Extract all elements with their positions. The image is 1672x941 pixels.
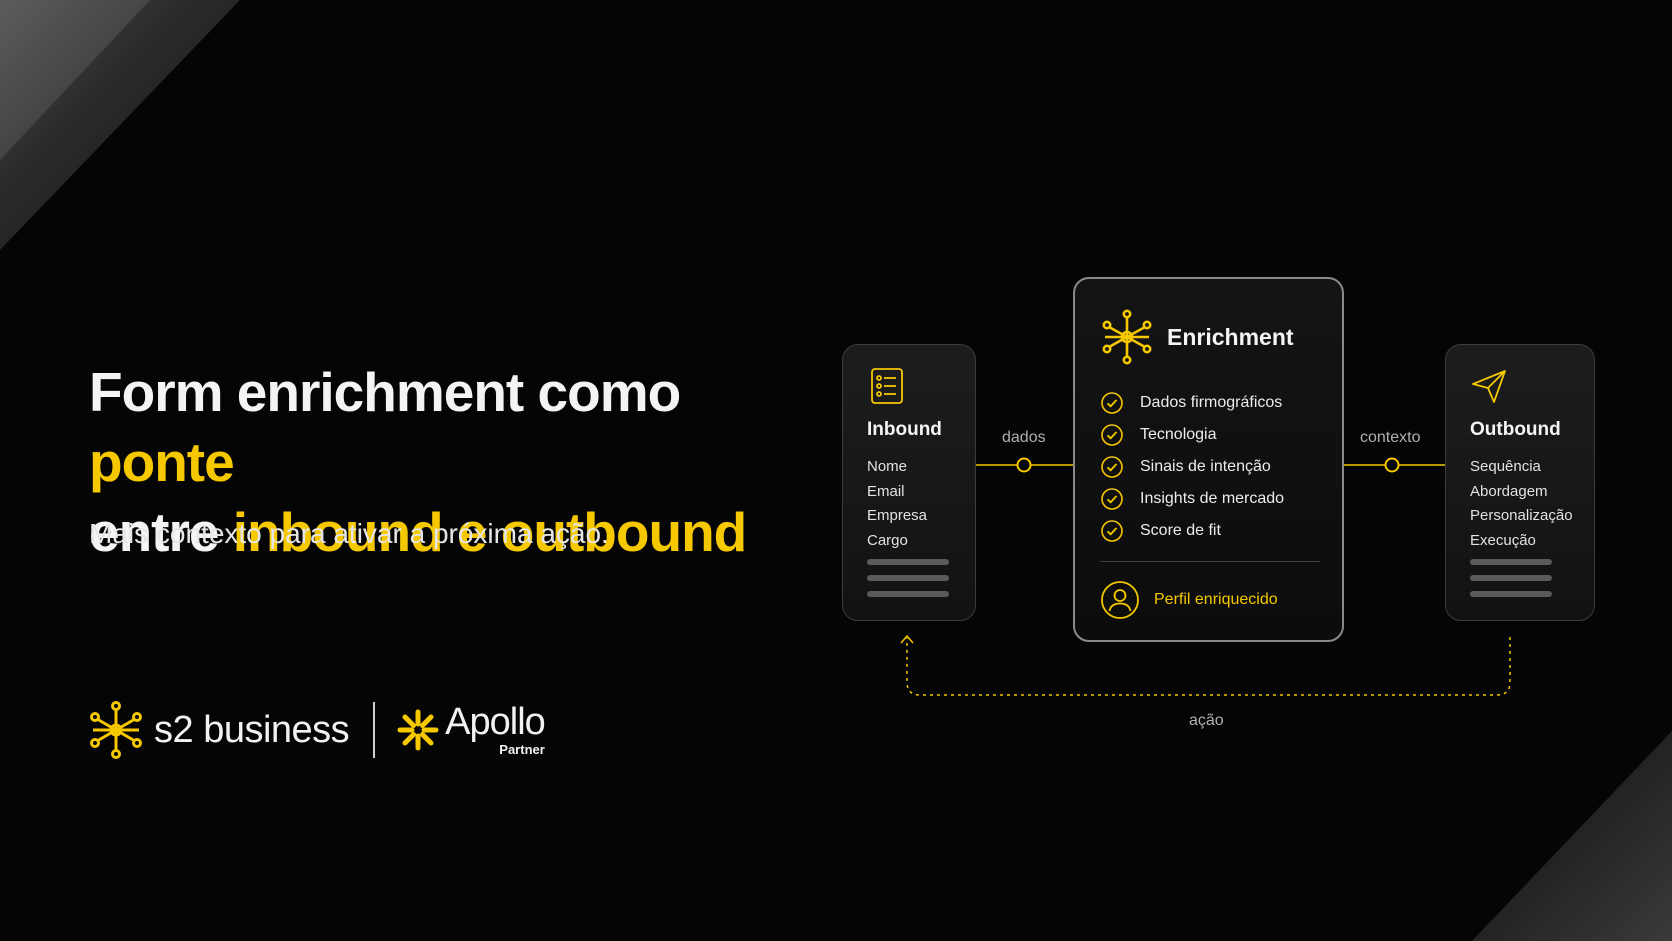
inbound-placeholder-bars bbox=[867, 559, 949, 607]
outbound-field: Abordagem bbox=[1470, 482, 1548, 500]
inbound-field: Empresa bbox=[867, 507, 928, 524]
network-hub-icon bbox=[1102, 309, 1152, 365]
headline-part1: Form enrichment como bbox=[89, 361, 681, 423]
enrichment-item-label: Score de fit bbox=[1140, 522, 1221, 539]
apollo-partner-logo: Apollo Partner bbox=[397, 701, 546, 757]
outbound-fields: Sequência Abordagem Personalização Execu… bbox=[1470, 455, 1573, 553]
enrichment-item-label: Insights de mercado bbox=[1140, 490, 1285, 507]
enrichment-title: Enrichment bbox=[1167, 323, 1294, 350]
headline: Form enrichment como ponte entre inbound… bbox=[89, 357, 809, 567]
enrichment-item: Score de fit bbox=[1100, 515, 1284, 547]
connector-contexto-label: contexto bbox=[1360, 429, 1421, 446]
placeholder-bar bbox=[867, 575, 949, 581]
headline-highlight2: inbound e outbound bbox=[232, 501, 747, 563]
s2-business-logo: s2 business bbox=[89, 701, 350, 759]
headline-part2: entre bbox=[89, 501, 233, 563]
inbound-fields: Nome Email Empresa Cargo bbox=[867, 455, 927, 553]
feedback-loop-label: ação bbox=[1189, 712, 1224, 729]
check-circle-icon bbox=[1101, 456, 1123, 478]
enrichment-header: Enrichment bbox=[1101, 309, 1294, 365]
feedback-loop-arrowhead bbox=[900, 634, 914, 644]
apollo-partner-tag: Partner bbox=[499, 742, 545, 757]
placeholder-bar bbox=[1470, 559, 1552, 565]
outbound-placeholder-bars bbox=[1470, 559, 1552, 607]
connector-dados-node bbox=[1016, 457, 1032, 473]
check-circle-icon bbox=[1101, 424, 1123, 446]
inbound-title: Inbound bbox=[867, 419, 942, 440]
s2-network-icon bbox=[90, 701, 142, 759]
check-circle-icon bbox=[1101, 520, 1123, 542]
form-list-icon bbox=[871, 368, 903, 404]
s2-business-name: s2 business bbox=[154, 708, 350, 751]
placeholder-bar bbox=[1470, 591, 1552, 597]
placeholder-bar bbox=[1470, 575, 1552, 581]
inbound-field: Nome bbox=[867, 458, 908, 475]
connector-dados-label: dados bbox=[1002, 429, 1046, 446]
apollo-sunburst-icon bbox=[397, 709, 439, 751]
feedback-loop-path bbox=[906, 637, 1511, 696]
outbound-card: Outbound Sequência Abordagem Personaliza… bbox=[1445, 344, 1595, 621]
enrichment-card: Enrichment Dados firmográficos Tecnologi… bbox=[1073, 277, 1344, 642]
inbound-field: Cargo bbox=[867, 531, 908, 549]
enrichment-item: Tecnologia bbox=[1100, 419, 1284, 451]
inbound-field: Email bbox=[867, 482, 905, 500]
brand-divider bbox=[373, 702, 376, 758]
enrichment-item-label: Dados firmográficos bbox=[1140, 394, 1283, 411]
check-circle-icon bbox=[1101, 392, 1123, 414]
enrichment-item: Dados firmográficos bbox=[1100, 387, 1284, 419]
outbound-field: Execução bbox=[1470, 531, 1536, 549]
subtitle: Mais contexto para ativar a próxima ação… bbox=[89, 518, 609, 549]
check-circle-icon bbox=[1101, 488, 1123, 510]
enrichment-items: Dados firmográficos Tecnologia Sinais de… bbox=[1100, 387, 1284, 547]
enrichment-item-label: Tecnologia bbox=[1140, 426, 1217, 443]
paper-plane-icon bbox=[1472, 370, 1506, 403]
outbound-field: Personalização bbox=[1470, 507, 1573, 524]
inbound-card: Inbound Nome Email Empresa Cargo bbox=[842, 344, 976, 621]
enriched-profile-label: Perfil enriquecido bbox=[1154, 591, 1278, 608]
enrichment-item-label: Sinais de intenção bbox=[1140, 458, 1271, 475]
enriched-profile: Perfil enriquecido bbox=[1100, 580, 1278, 620]
outbound-field: Sequência bbox=[1470, 458, 1541, 475]
outbound-title: Outbound bbox=[1470, 419, 1561, 440]
enrichment-item: Sinais de intenção bbox=[1100, 451, 1284, 483]
placeholder-bar bbox=[867, 591, 949, 597]
placeholder-bar bbox=[867, 559, 949, 565]
user-circle-icon bbox=[1101, 581, 1139, 619]
connector-contexto-node bbox=[1384, 457, 1400, 473]
brand-logos: s2 business Apollo Partner bbox=[89, 698, 546, 762]
enrichment-item: Insights de mercado bbox=[1100, 483, 1284, 515]
enrichment-divider bbox=[1100, 561, 1320, 562]
headline-highlight1: ponte bbox=[89, 431, 235, 493]
apollo-name: Apollo bbox=[445, 701, 546, 743]
